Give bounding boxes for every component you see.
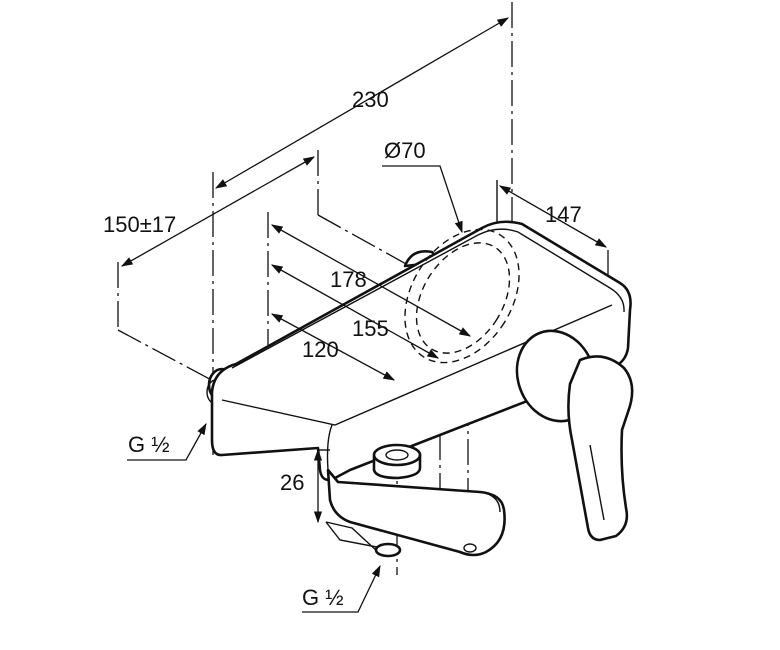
faucet-body [206,220,634,558]
dimension-labels: 230 150±17 178 155 120 Ø70 147 26 G ½ G … [103,87,582,610]
outlet-connector [374,542,402,558]
label-outlet-g: G ½ [302,585,344,610]
dim-leader-diameter [382,165,463,234]
label-150: 150±17 [103,212,176,237]
handle-lever [567,355,634,542]
dimension-lines [120,17,608,613]
dim-line-147 [498,185,608,248]
label-230: 230 [352,87,389,112]
label-inlet-g: G ½ [128,432,170,457]
label-155: 155 [352,316,389,341]
dim-line-120 [270,313,396,381]
leader-inlet [127,422,207,461]
dim-line-150 [120,156,316,267]
label-26: 26 [280,470,304,495]
label-diameter: Ø70 [384,138,426,163]
leader-outlet [302,564,381,613]
label-120: 120 [302,337,339,362]
label-147: 147 [545,202,582,227]
label-178: 178 [330,267,367,292]
dim-line-155 [270,264,440,359]
